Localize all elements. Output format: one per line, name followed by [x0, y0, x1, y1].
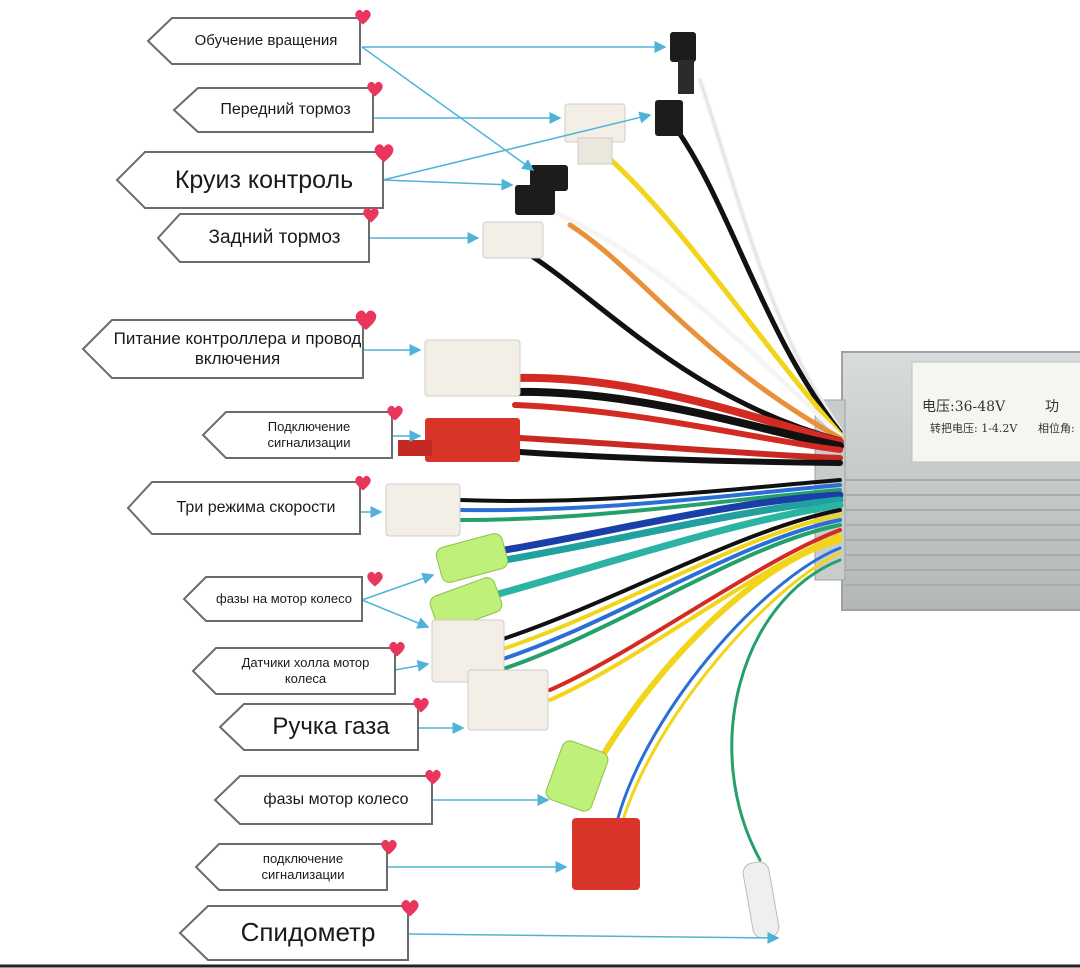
connector-cruise-2 — [530, 165, 568, 191]
heart-icon — [367, 81, 383, 97]
heart-icon — [355, 475, 371, 491]
controller-cut-char: 功 — [1045, 399, 1059, 415]
controller-voltage-label: 电压:36-48V — [922, 399, 1006, 415]
connector-cruise-control — [655, 100, 683, 136]
label-controller-power: Питание контроллера и провод включения — [113, 328, 362, 368]
label-alarm-connection-1: Подключение сигнализации — [267, 419, 351, 450]
label-throttle: Ручка газа — [272, 712, 390, 740]
heart-icon — [425, 769, 441, 785]
label-hall-sensors: Датчики холла мотор колеса — [241, 655, 370, 686]
heart-icon — [387, 405, 403, 421]
heart-icon — [389, 641, 405, 657]
wire-bundle — [458, 77, 844, 862]
controller-box — [814, 351, 1080, 611]
label-motor-wheel-phases-2: фазы мотор колесо — [263, 791, 409, 809]
connector-speedometer — [742, 861, 780, 939]
heart-icon — [367, 571, 383, 587]
label-rotation-learning: Обучение вращения — [194, 32, 338, 49]
connector-alarm-2 — [572, 818, 640, 890]
connector-controller-power — [424, 339, 521, 397]
controller-sub-label-2: 相位角: — [1038, 422, 1075, 435]
label-alarm-connection-2: подключение сигнализации — [261, 851, 345, 882]
callout-arrows — [360, 41, 780, 944]
heart-icon — [355, 9, 371, 25]
connector-alarm-1 — [425, 418, 520, 462]
connectors — [385, 32, 780, 939]
connector-rear-brake — [482, 221, 544, 259]
label-rear-brake: Задний тормоз — [208, 226, 341, 248]
controller-sub-label-1: 转把电压: 1-4.2V — [930, 422, 1018, 435]
heart-icon — [401, 900, 419, 917]
connector-speed-modes — [385, 483, 461, 537]
heart-icon — [413, 697, 429, 713]
connector-throttle — [467, 669, 549, 731]
connector-phase-3 — [545, 740, 609, 812]
heart-icon — [374, 144, 394, 163]
label-motor-wheel-phases-1: фазы на мотор колесо — [216, 591, 352, 607]
label-speedometer: Спидометр — [240, 917, 376, 948]
connector-rotation-learning — [670, 32, 696, 62]
heart-icon — [363, 207, 379, 223]
label-cruise-control: Круиз контроль — [174, 166, 354, 194]
label-front-brake: Передний тормоз — [220, 101, 351, 119]
heart-icon — [355, 310, 377, 330]
heart-icon — [381, 839, 397, 855]
connector-phase-1 — [435, 533, 509, 583]
label-three-speed-modes: Три режима скорости — [176, 499, 336, 517]
label-frames — [81, 17, 433, 961]
